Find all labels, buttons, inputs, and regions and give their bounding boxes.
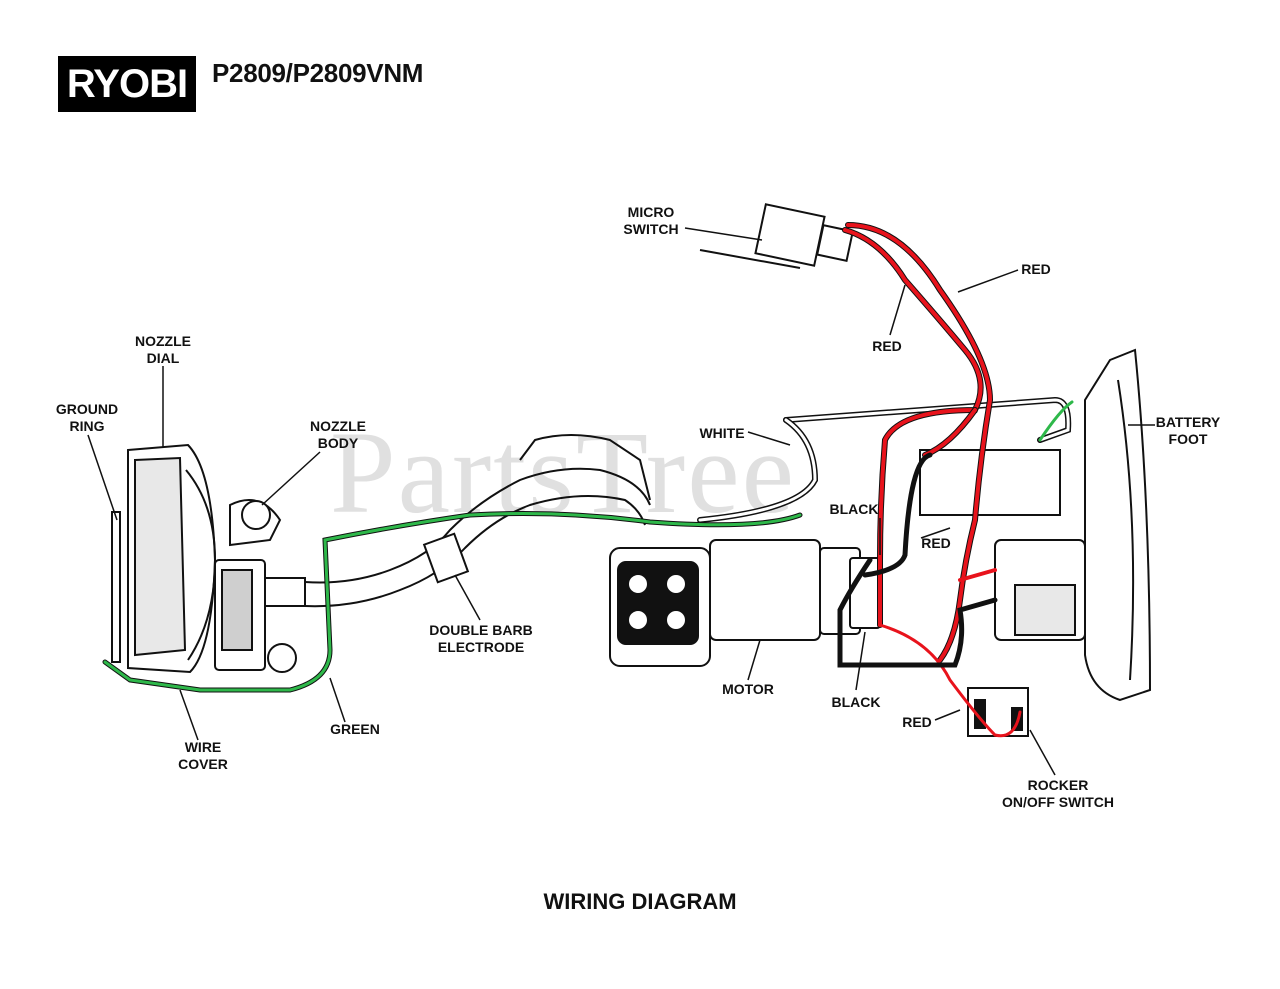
label-battery-foot: BATTERY FOOT bbox=[1155, 414, 1221, 447]
label-nozzle-dial: NOZZLE DIAL bbox=[135, 333, 191, 366]
ryobi-logo: RYOBI bbox=[58, 56, 196, 112]
label-red-mid: RED bbox=[921, 535, 951, 551]
label-white: WHITE bbox=[699, 425, 745, 441]
brand-text: RYOBI bbox=[66, 61, 188, 106]
label-red-lower: RED bbox=[902, 714, 932, 730]
white-wire bbox=[783, 396, 1072, 443]
label-black-lower: BLACK bbox=[831, 694, 881, 710]
label-ground-ring: GROUND RING bbox=[55, 401, 119, 434]
label-rocker-switch: ROCKER ON/OFF SWITCH bbox=[1002, 777, 1114, 810]
label-nozzle-body: NOZZLE BODY bbox=[310, 418, 366, 451]
leader-lines bbox=[87, 227, 1155, 776]
pump-head bbox=[609, 547, 711, 667]
battery-foot bbox=[919, 348, 1152, 702]
label-wire-cover: WIRE COVER bbox=[178, 739, 228, 772]
wires bbox=[102, 222, 1074, 738]
nozzle-assembly bbox=[111, 443, 306, 674]
diagram-title: WIRING DIAGRAM bbox=[543, 889, 737, 914]
motor-body bbox=[709, 539, 881, 641]
label-double-barb-electrode: DOUBLE BARB ELECTRODE bbox=[429, 622, 533, 655]
micro-switch bbox=[699, 203, 854, 269]
label-red-upper-left: RED bbox=[872, 338, 902, 354]
label-red-top: RED bbox=[1021, 261, 1051, 277]
label-black-upper: BLACK bbox=[829, 501, 879, 517]
hose bbox=[304, 434, 651, 608]
label-green: GREEN bbox=[330, 721, 380, 737]
label-micro-switch: MICRO SWITCH bbox=[623, 204, 679, 237]
label-motor: MOTOR bbox=[722, 681, 774, 697]
black-wire bbox=[837, 557, 998, 668]
model-number: P2809/P2809VNM bbox=[212, 58, 424, 88]
